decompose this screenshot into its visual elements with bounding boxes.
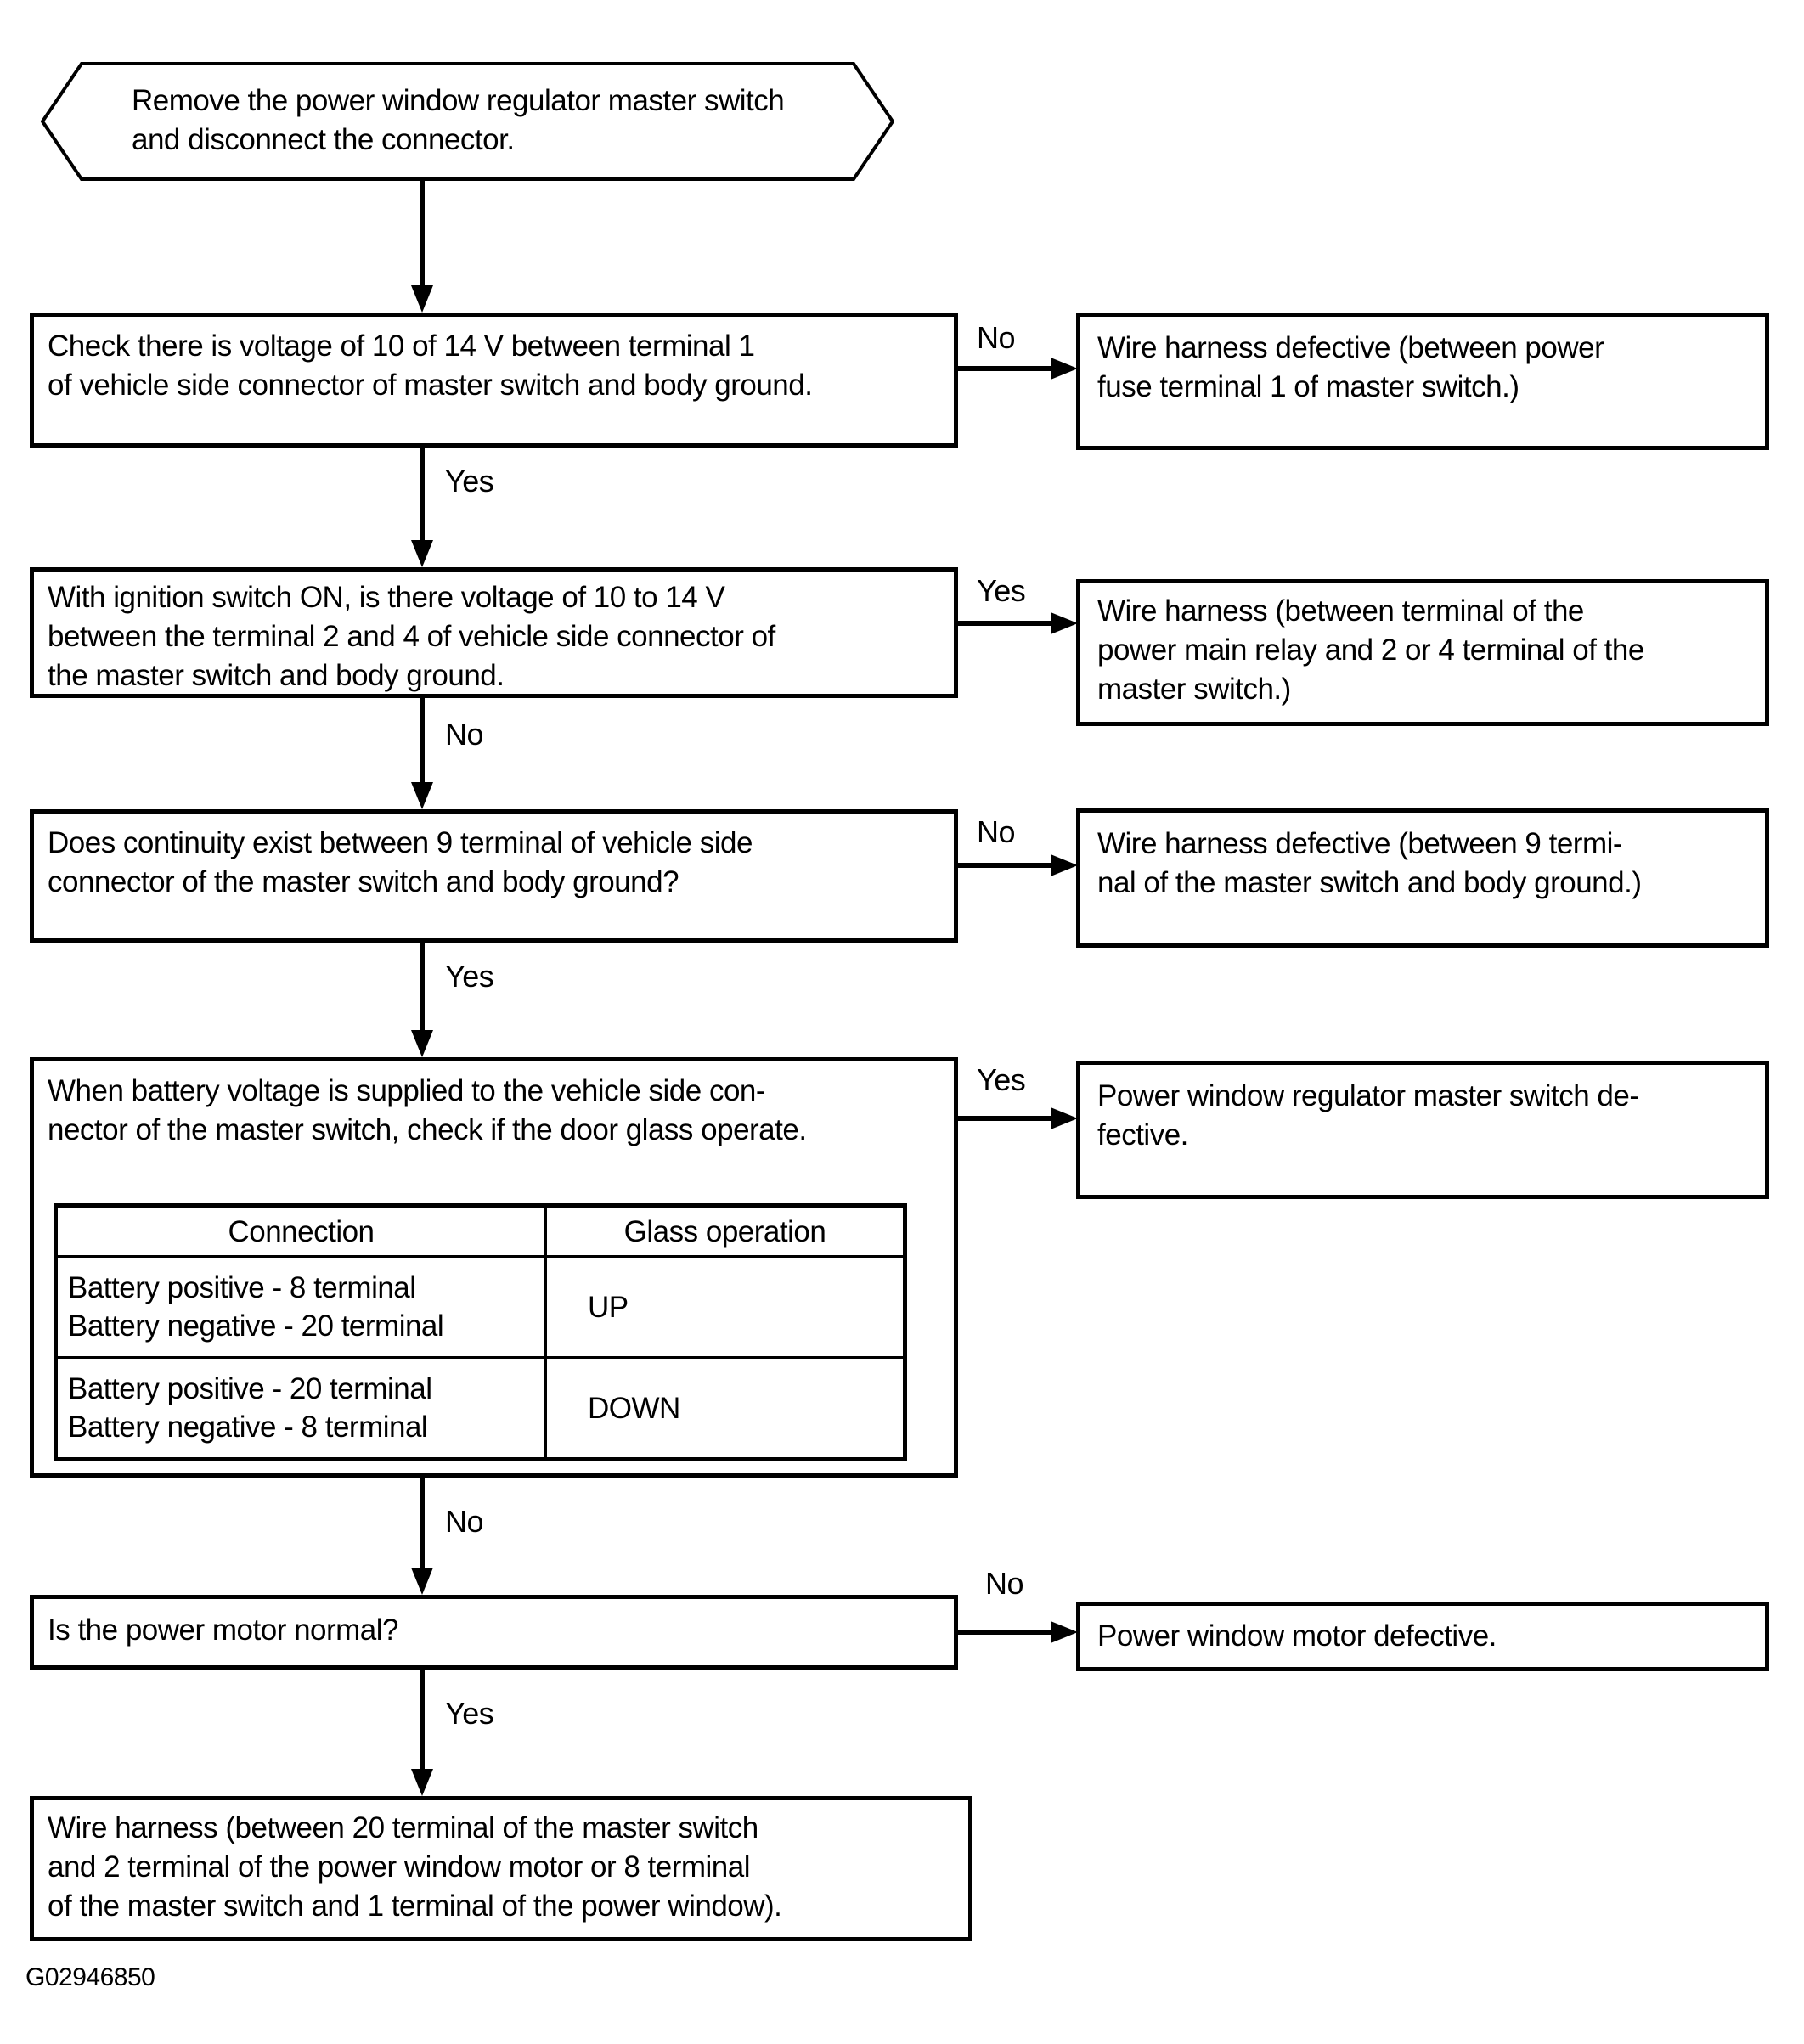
result-line: Power window regulator master switch de- — [1097, 1079, 1639, 1112]
flow-line-right-4 — [958, 1116, 1051, 1121]
glass-operation-value: UP — [544, 1255, 906, 1359]
arrowhead-down-icon — [411, 285, 433, 313]
branch-label-yes-4: Yes — [977, 1062, 1026, 1097]
flow-line-down-6 — [420, 1670, 425, 1771]
question-box-3: Does continuity exist between 9 terminal… — [30, 809, 958, 943]
result-line: Wire harness defective (between power — [1097, 331, 1604, 364]
connection-cell: Battery positive - 8 terminal Battery ne… — [54, 1255, 547, 1359]
result-box-3: Wire harness defective (between 9 termi-… — [1076, 808, 1769, 948]
question-line: of vehicle side connector of master swit… — [48, 369, 813, 402]
flow-line-down-1 — [420, 181, 425, 287]
final-line: of the master switch and 1 terminal of t… — [48, 1889, 782, 1923]
branch-label-no-4: No — [445, 1504, 484, 1539]
branch-label-no-3: No — [977, 814, 1016, 849]
table-row: Battery positive - 8 terminal Battery ne… — [54, 1255, 906, 1359]
table-header-row: Connection Glass operation — [54, 1204, 906, 1258]
final-box: Wire harness (between 20 terminal of the… — [30, 1796, 972, 1941]
result-line: nal of the master switch and body ground… — [1097, 866, 1642, 899]
table-row: Battery positive - 20 terminal Battery n… — [54, 1356, 906, 1461]
branch-label-yes-2: Yes — [977, 573, 1026, 608]
start-line: Remove the power window regulator master… — [132, 84, 785, 117]
question-line: between the terminal 2 and 4 of vehicle … — [48, 620, 775, 653]
arrowhead-down-icon — [411, 540, 433, 567]
start-node: Remove the power window regulator master… — [40, 62, 895, 181]
result-box-5: Power window motor defective. — [1076, 1602, 1769, 1671]
question-line: Check there is voltage of 10 of 14 V bet… — [48, 329, 755, 363]
question-box-2: With ignition switch ON, is there voltag… — [30, 567, 958, 698]
connection-line: Battery negative - 8 terminal — [68, 1411, 428, 1444]
result-line: fuse terminal 1 of master switch.) — [1097, 370, 1519, 403]
glass-operation-table: Connection Glass operation Battery posit… — [54, 1203, 907, 1461]
result-line: fective. — [1097, 1118, 1188, 1152]
result-box-1: Wire harness defective (between power fu… — [1076, 313, 1769, 450]
hexagon-shape — [40, 62, 895, 181]
flow-line-right-3 — [958, 863, 1051, 868]
result-line: master switch.) — [1097, 673, 1291, 706]
branch-label-no-1: No — [977, 320, 1016, 355]
question-line: Does continuity exist between 9 terminal… — [48, 826, 753, 859]
flow-line-right-1 — [958, 366, 1051, 371]
result-line: power main relay and 2 or 4 terminal of … — [1097, 633, 1644, 667]
branch-label-no-5: No — [985, 1566, 1024, 1601]
arrowhead-down-icon — [411, 782, 433, 809]
question-line: connector of the master switch and body … — [48, 865, 679, 898]
connection-cell: Battery positive - 20 terminal Battery n… — [54, 1356, 547, 1461]
flow-line-down-4 — [420, 943, 425, 1032]
branch-label-yes-3: Yes — [445, 959, 494, 994]
result-line: Wire harness (between terminal of the — [1097, 594, 1584, 628]
arrowhead-right-icon — [1051, 1621, 1078, 1643]
question-box-1: Check there is voltage of 10 of 14 V bet… — [30, 313, 958, 448]
arrowhead-right-icon — [1051, 854, 1078, 876]
arrowhead-down-icon — [411, 1769, 433, 1796]
question-box-4: When battery voltage is supplied to the … — [30, 1057, 958, 1478]
start-line: and disconnect the connector. — [132, 123, 515, 156]
flow-line-down-2 — [420, 448, 425, 542]
flow-line-down-5 — [420, 1478, 425, 1569]
flow-line-right-5 — [958, 1630, 1051, 1635]
result-box-2: Wire harness (between terminal of the po… — [1076, 579, 1769, 726]
final-line: Wire harness (between 20 terminal of the… — [48, 1811, 758, 1844]
result-line: Wire harness defective (between 9 termi- — [1097, 827, 1623, 860]
question-box-5: Is the power motor normal? — [30, 1595, 958, 1670]
branch-label-yes-5: Yes — [445, 1696, 494, 1731]
connection-line: Battery positive - 20 terminal — [68, 1372, 432, 1405]
arrowhead-right-icon — [1051, 612, 1078, 634]
table-header-connection: Connection — [54, 1204, 547, 1258]
arrowhead-down-icon — [411, 1568, 433, 1595]
arrowhead-right-icon — [1051, 358, 1078, 380]
result-box-4: Power window regulator master switch de-… — [1076, 1061, 1769, 1199]
branch-label-no-2: No — [445, 717, 484, 752]
question-line: nector of the master switch, check if th… — [48, 1113, 807, 1146]
figure-id: G02946850 — [25, 1963, 155, 1991]
result-line: Power window motor defective. — [1097, 1619, 1497, 1653]
start-node-text: Remove the power window regulator master… — [132, 82, 785, 160]
flow-line-down-3 — [420, 698, 425, 784]
glass-operation-value: DOWN — [544, 1356, 906, 1461]
question-line: the master switch and body ground. — [48, 659, 505, 692]
question-line: When battery voltage is supplied to the … — [48, 1074, 766, 1107]
branch-label-yes-1: Yes — [445, 464, 494, 498]
question-line: With ignition switch ON, is there voltag… — [48, 581, 725, 614]
final-line: and 2 terminal of the power window motor… — [48, 1850, 751, 1884]
flow-line-right-2 — [958, 621, 1051, 626]
arrowhead-right-icon — [1051, 1107, 1078, 1129]
question-line: Is the power motor normal? — [48, 1613, 399, 1647]
table-header-glass-operation: Glass operation — [544, 1204, 906, 1258]
connection-line: Battery positive - 8 terminal — [68, 1271, 416, 1304]
arrowhead-down-icon — [411, 1030, 433, 1057]
connection-line: Battery negative - 20 terminal — [68, 1309, 444, 1343]
